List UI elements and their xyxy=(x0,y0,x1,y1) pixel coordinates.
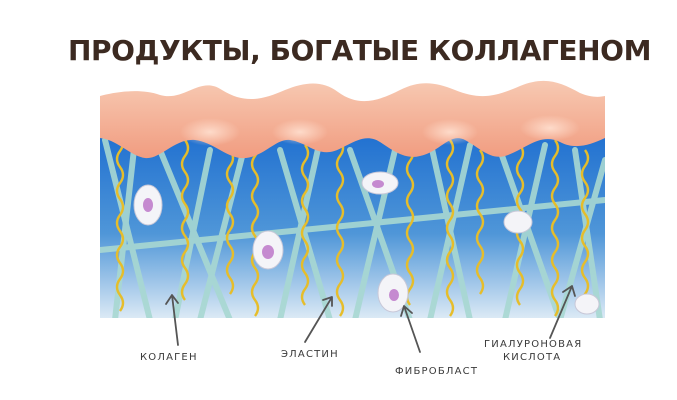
page-title: ПРОДУКТЫ, БОГАТЫЕ КОЛЛАГЕНОМ xyxy=(68,34,652,67)
label-arrows xyxy=(165,285,576,353)
fibroblast-arrow xyxy=(400,305,421,353)
skin-highlight xyxy=(180,118,240,146)
hyaluronic-arrow xyxy=(549,285,576,339)
elastin-arrow xyxy=(304,296,333,343)
label-collagen: КОЛАГЕН xyxy=(140,352,198,363)
label-fibroblast: ФИБРОБЛАСТ xyxy=(395,366,479,377)
label-hyaluronic-line2: КИСЛОТА xyxy=(503,352,562,363)
fibroblast-cells xyxy=(133,171,600,315)
label-hyaluronic-line1: ГИАЛУРОНОВАЯ xyxy=(484,339,583,350)
label-elastin: ЭЛАСТИН xyxy=(281,349,339,360)
collagen-arrow xyxy=(165,294,179,346)
